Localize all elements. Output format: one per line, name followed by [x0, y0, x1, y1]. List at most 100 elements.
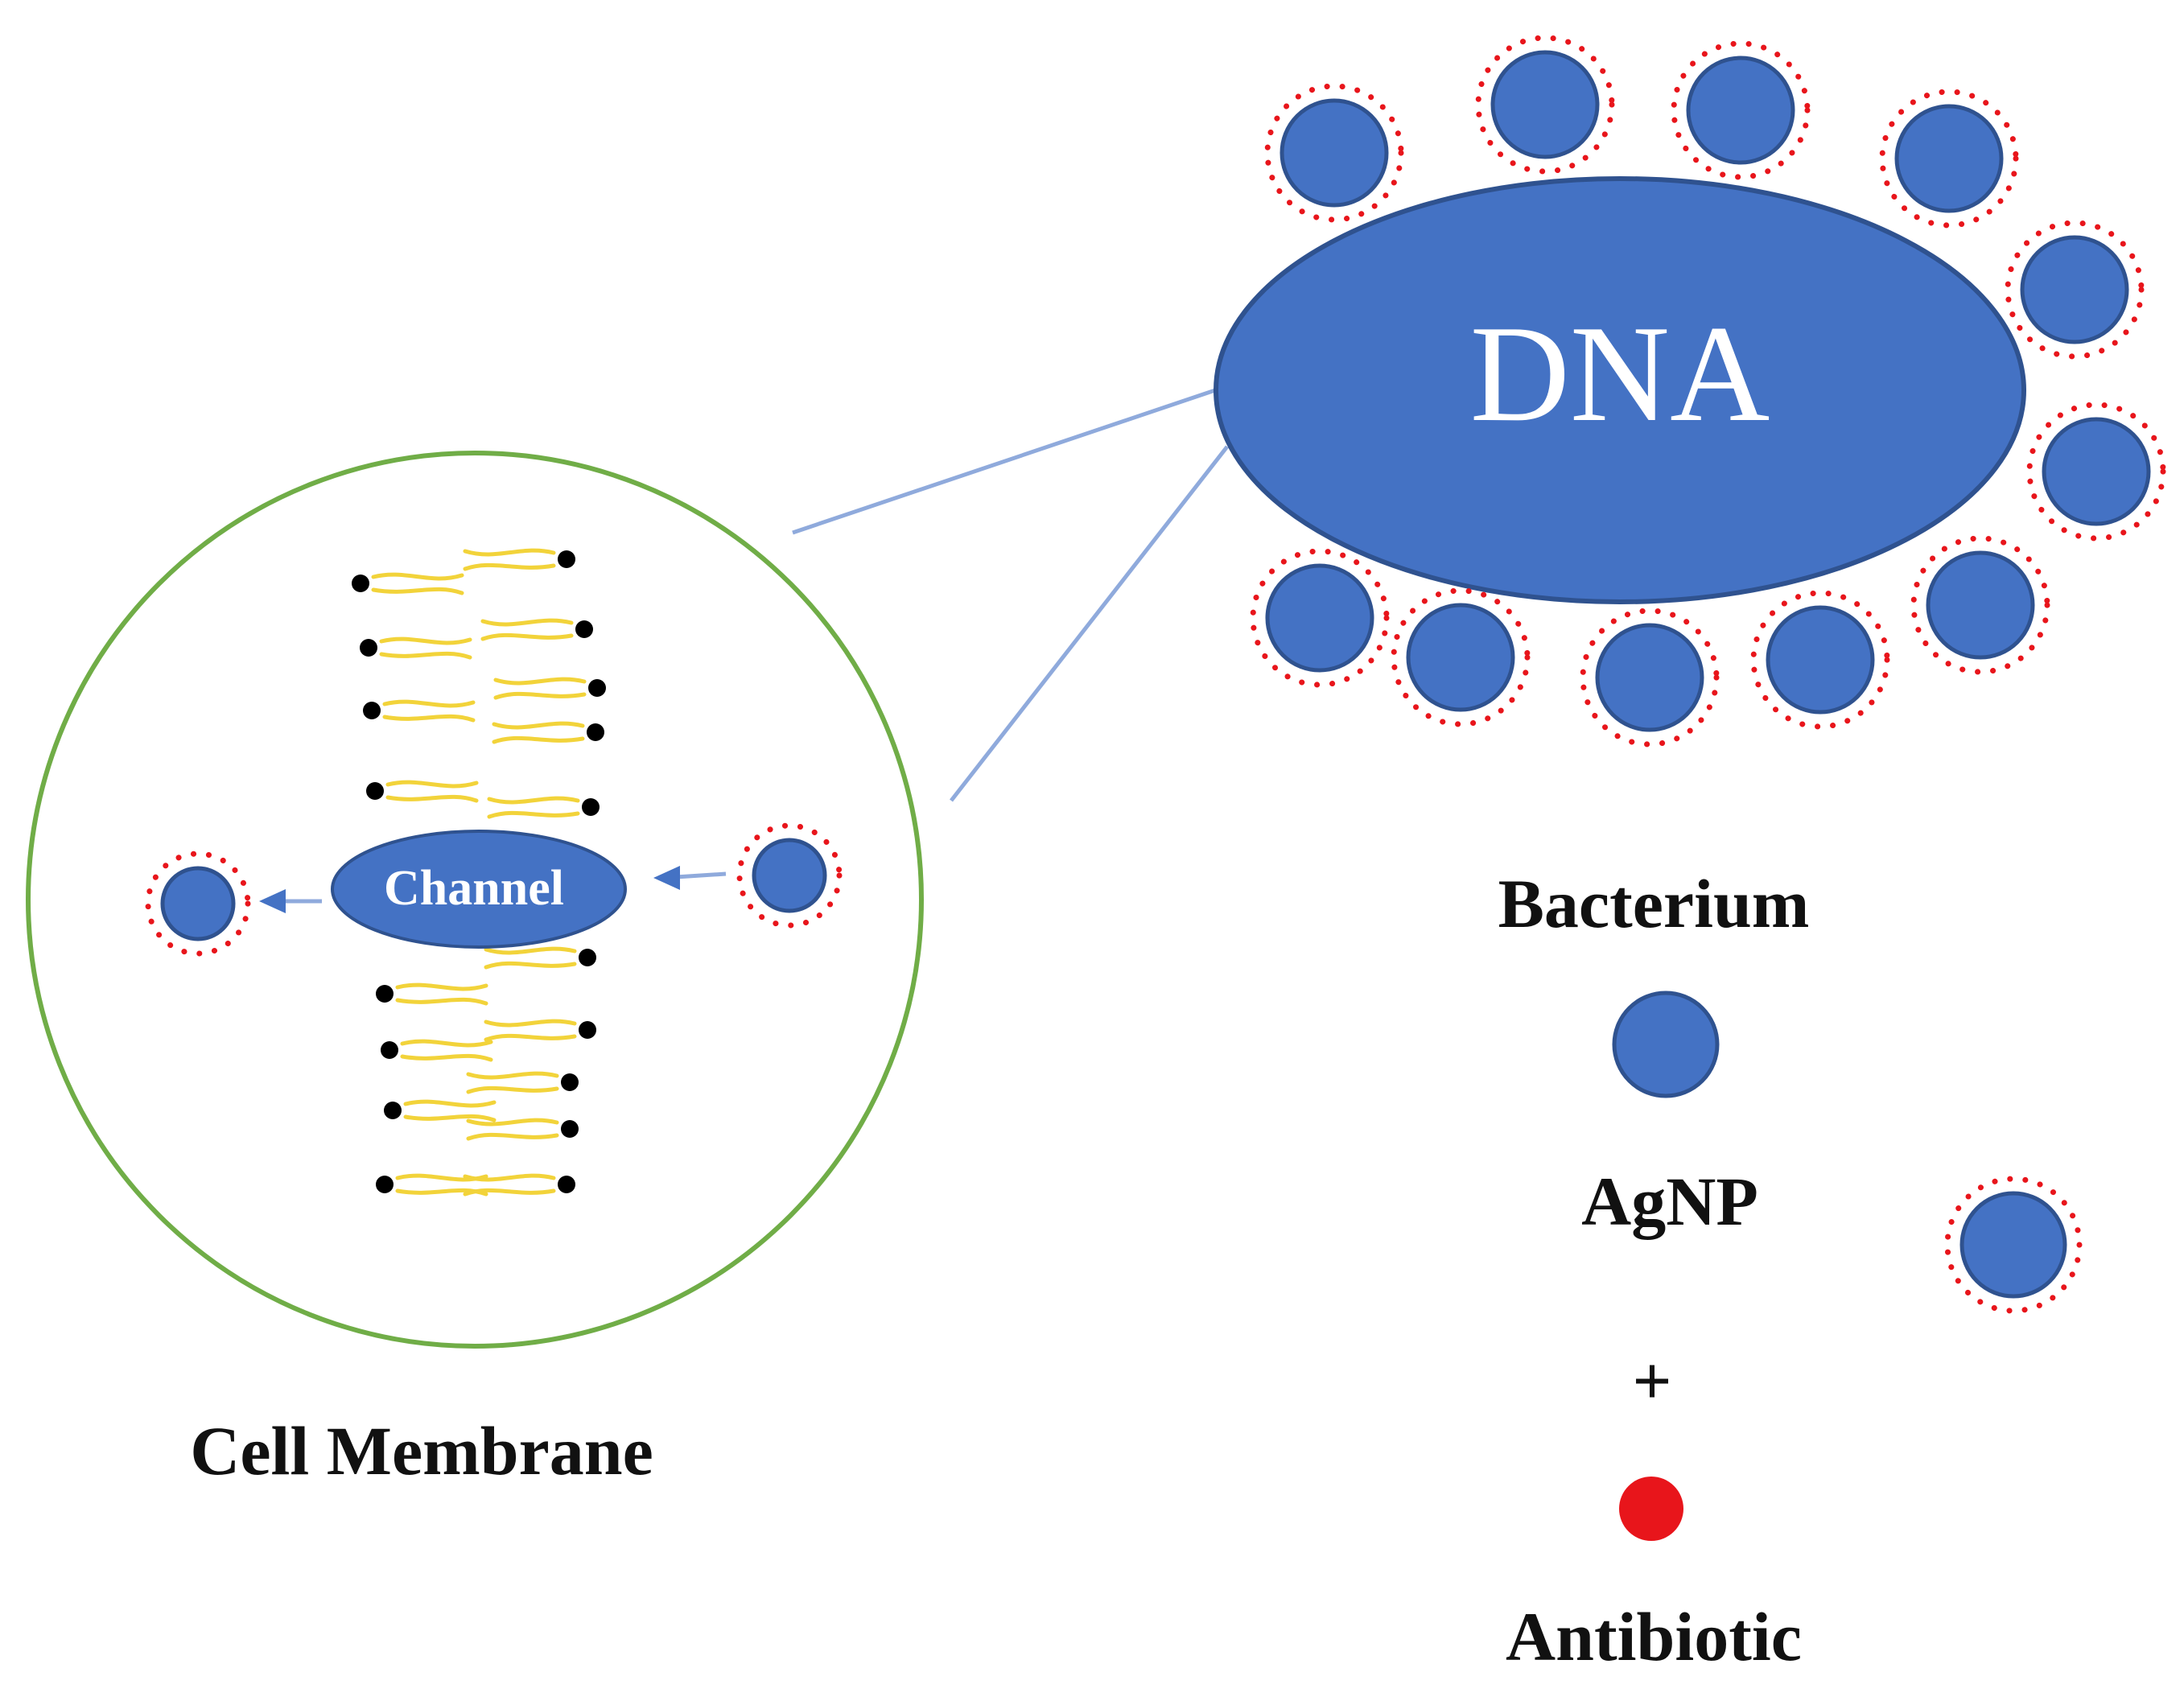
phospholipid [484, 1019, 596, 1042]
phospholipid [366, 780, 479, 803]
antibiotic-dot-ring [1250, 548, 1390, 688]
bacterium-conjugate-particle [2026, 402, 2166, 542]
lipid-tail [493, 691, 587, 700]
bacterium: DNA [1214, 35, 2166, 748]
lipid-tail [463, 562, 556, 571]
lipid-head [360, 639, 377, 657]
antibiotic-icon [1619, 1477, 1683, 1541]
lipid-tail [379, 651, 472, 660]
agnp-particle [1959, 1191, 2067, 1299]
bacterium-conjugate-particle [1250, 548, 1390, 688]
bacterium-conjugate-particle [1475, 35, 1615, 175]
cell-membrane-label: Cell Membrane [190, 1412, 653, 1489]
lipid-head [561, 1120, 579, 1138]
phospholipid [480, 618, 593, 641]
phospholipid [463, 1173, 575, 1197]
agnp-particle [1265, 563, 1374, 673]
antibiotic-label: Antibiotic [1506, 1598, 1802, 1675]
lipid-tail [403, 1099, 497, 1108]
agnp-icon [1612, 991, 1720, 1098]
antibiotic-dot-ring [2005, 220, 2145, 360]
dna-ellipse [1214, 176, 2026, 604]
bacterium-surface-particles [1250, 35, 2166, 748]
arrow-out-of-channel-head [259, 889, 286, 913]
bacterium-conjugate-particle [1879, 89, 2019, 229]
bacterium-conjugate-particle [1391, 587, 1531, 727]
lipid-bilayer [352, 548, 606, 1197]
phospholipid [376, 982, 488, 1006]
bacterium-conjugate-particle [1580, 608, 1720, 748]
conjugate-particle-entering [736, 822, 843, 929]
antibiotic-dot-ring [1879, 89, 2019, 229]
zoom-connector-lines [792, 388, 1229, 802]
agnp-particle [1686, 56, 1795, 165]
lipid-tail [484, 961, 577, 970]
lipid-tail [463, 1173, 556, 1182]
lipid-tail [493, 677, 587, 686]
lipid-tail [487, 810, 580, 819]
agnp-particle [1279, 98, 1389, 208]
legend-conjugate-particle [1944, 1176, 2083, 1314]
connector-line-lower [950, 445, 1229, 802]
lipid-tail [484, 946, 577, 955]
phospholipid [384, 1099, 497, 1122]
lipid-head [384, 1102, 402, 1119]
agnp-particle [1595, 623, 1704, 732]
phospholipid [360, 636, 472, 660]
lipid-tail [382, 714, 476, 723]
lipid-head [376, 1176, 394, 1193]
lipid-tail [480, 632, 574, 641]
membrane-zoom-circle [26, 451, 924, 1349]
lipid-tail [487, 796, 580, 805]
agnp-antibiotic-conjugate-icon [1944, 1176, 2083, 1314]
lipid-head [579, 1021, 596, 1039]
phospholipid [363, 699, 476, 723]
cell-membrane-zoom: Channel [26, 451, 924, 1349]
antibiotic-dot-ring [1944, 1176, 2083, 1314]
lipid-head [588, 679, 606, 697]
phospholipid [466, 1071, 579, 1094]
bacterium-conjugate-particle [1671, 40, 1811, 180]
antibiotic-dot-ring [1910, 535, 2050, 675]
arrow-into-channel-shaft [675, 871, 727, 879]
antibiotic-dot-ring [1750, 590, 1890, 730]
channel-label: Channel [384, 861, 564, 916]
antibiotic-dot-ring [145, 851, 251, 957]
bacterium-label: Bacterium [1498, 865, 1810, 942]
lipid-tail [484, 1019, 577, 1028]
lipid-head [582, 798, 600, 816]
agnp-label: AgNP [1581, 1163, 1758, 1240]
lipid-tail [379, 636, 472, 645]
lipid-tail [492, 721, 585, 730]
lipid-tail [371, 572, 464, 581]
agnp-particle [752, 838, 827, 913]
lipid-head [352, 575, 369, 592]
connector-line-upper [792, 388, 1216, 535]
agnp-particle [1490, 50, 1600, 159]
lipid-head [579, 949, 596, 966]
antibiotic-dot-ring [1264, 83, 1404, 223]
lipid-tail [484, 1033, 577, 1042]
phospholipid [492, 721, 604, 744]
bacterium-conjugate-particle [1750, 590, 1890, 730]
agnp-particle [1406, 603, 1515, 712]
lipid-tail [403, 1114, 497, 1122]
lipid-head [381, 1041, 398, 1059]
transport-arrows [259, 866, 727, 913]
antibiotic-dot-ring [2026, 402, 2166, 542]
lipid-tail [466, 1132, 559, 1141]
lipid-tail [382, 699, 476, 708]
agnp-particle [1926, 550, 2035, 660]
antibiotic-dot-ring [736, 822, 843, 929]
agnp-particle [2042, 417, 2151, 526]
lipid-head [575, 620, 593, 638]
phospholipid [484, 946, 596, 970]
antibiotic-dot-ring [1671, 40, 1811, 180]
lipid-tail [466, 1085, 559, 1094]
lipid-tail [395, 982, 488, 991]
lipid-tail [466, 1118, 559, 1127]
antibiotic-dot-ring [1391, 587, 1531, 727]
phospholipid [352, 572, 464, 595]
lipid-head [587, 723, 604, 741]
